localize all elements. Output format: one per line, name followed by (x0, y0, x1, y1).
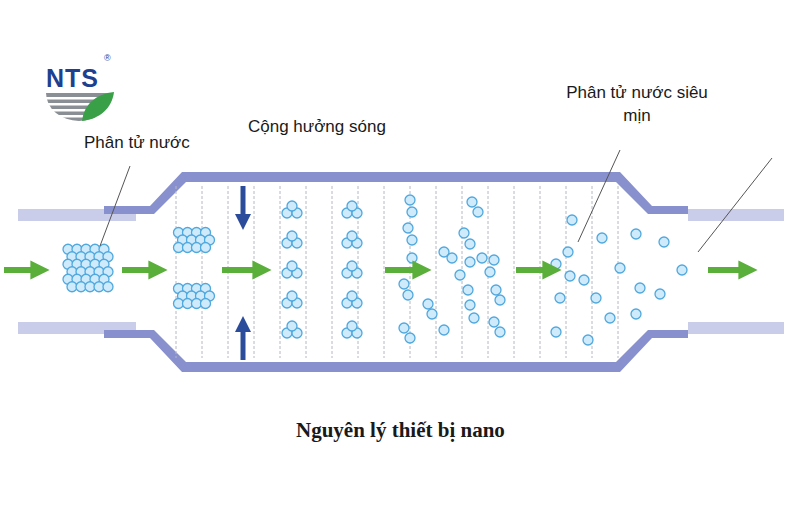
water-molecule (463, 285, 473, 295)
water-molecule (405, 333, 415, 343)
water-molecule (423, 299, 433, 309)
water-molecule (565, 271, 575, 281)
water-molecule (201, 243, 211, 253)
water-molecule (399, 323, 409, 333)
water-molecule (287, 201, 297, 211)
water-molecule (489, 255, 499, 265)
grid-line (384, 186, 385, 358)
water-molecule (427, 309, 437, 319)
water-molecule (567, 215, 577, 225)
water-molecule (551, 259, 561, 269)
flow-arrows (4, 267, 748, 273)
water-molecule (597, 233, 607, 243)
water-molecule (465, 257, 475, 267)
caption: Nguyên lý thiết bị nano (296, 418, 505, 443)
water-molecule (459, 228, 469, 238)
water-molecule (485, 267, 495, 277)
logo-text: NTS (46, 62, 99, 96)
water-molecule (439, 325, 449, 335)
water-molecule (659, 237, 669, 247)
water-molecule (677, 265, 687, 275)
grid-line (202, 186, 203, 358)
grid-line (514, 186, 515, 358)
water-molecule (347, 261, 357, 271)
water-molecule (477, 253, 487, 263)
water-molecule (287, 321, 297, 331)
water-molecule (465, 239, 475, 249)
water-molecule (287, 231, 297, 241)
water-molecule (469, 313, 479, 323)
part-label: Phân tử nước siêu mịn (562, 82, 712, 128)
water-molecule (347, 231, 357, 241)
water-molecule (591, 293, 601, 303)
water-molecule (465, 300, 475, 310)
water-molecule (551, 327, 561, 337)
water-molecule (103, 282, 113, 292)
water-molecule (287, 261, 297, 271)
water-molecule (403, 290, 413, 300)
pipe-walls (18, 172, 784, 372)
water-molecule (631, 309, 641, 319)
water-molecule (447, 253, 457, 263)
water-molecule (583, 335, 593, 345)
water-molecule (495, 327, 505, 337)
grid-line (436, 186, 437, 358)
logo-emblem (44, 92, 114, 121)
water-molecule (201, 299, 211, 309)
water-molecule (635, 283, 645, 293)
grid-line (280, 186, 281, 358)
water-molecule (655, 289, 665, 299)
water-molecule (405, 195, 415, 205)
grid-line (176, 186, 177, 358)
water-molecule (605, 313, 615, 323)
water-molecule (347, 201, 357, 211)
water-molecule (495, 295, 505, 305)
water-molecule (403, 223, 413, 233)
water-molecule (563, 247, 573, 257)
water-molecule (407, 207, 417, 217)
water-molecule (347, 291, 357, 301)
water-molecule (631, 229, 641, 239)
water-molecule (473, 207, 483, 217)
water-molecule (287, 291, 297, 301)
grid-line (332, 186, 333, 358)
water-molecule (491, 285, 501, 295)
water-molecule (555, 293, 565, 303)
water-molecule (579, 275, 589, 285)
water-molecule (467, 197, 477, 207)
water-molecule (399, 279, 409, 289)
part-label: Cộng hưởng sóng (248, 116, 386, 139)
water-molecule (615, 263, 625, 273)
registered-mark: ® (104, 52, 111, 64)
part-label: Phân tử nước (84, 132, 190, 155)
water-molecule (407, 235, 417, 245)
leader-lines (100, 150, 772, 252)
water-molecule (455, 270, 465, 280)
water-molecule (347, 321, 357, 331)
grid-line (306, 186, 307, 358)
wave-arrows (241, 186, 246, 360)
water-molecules (63, 195, 687, 345)
water-molecule (489, 317, 499, 327)
water-molecule (407, 253, 417, 263)
